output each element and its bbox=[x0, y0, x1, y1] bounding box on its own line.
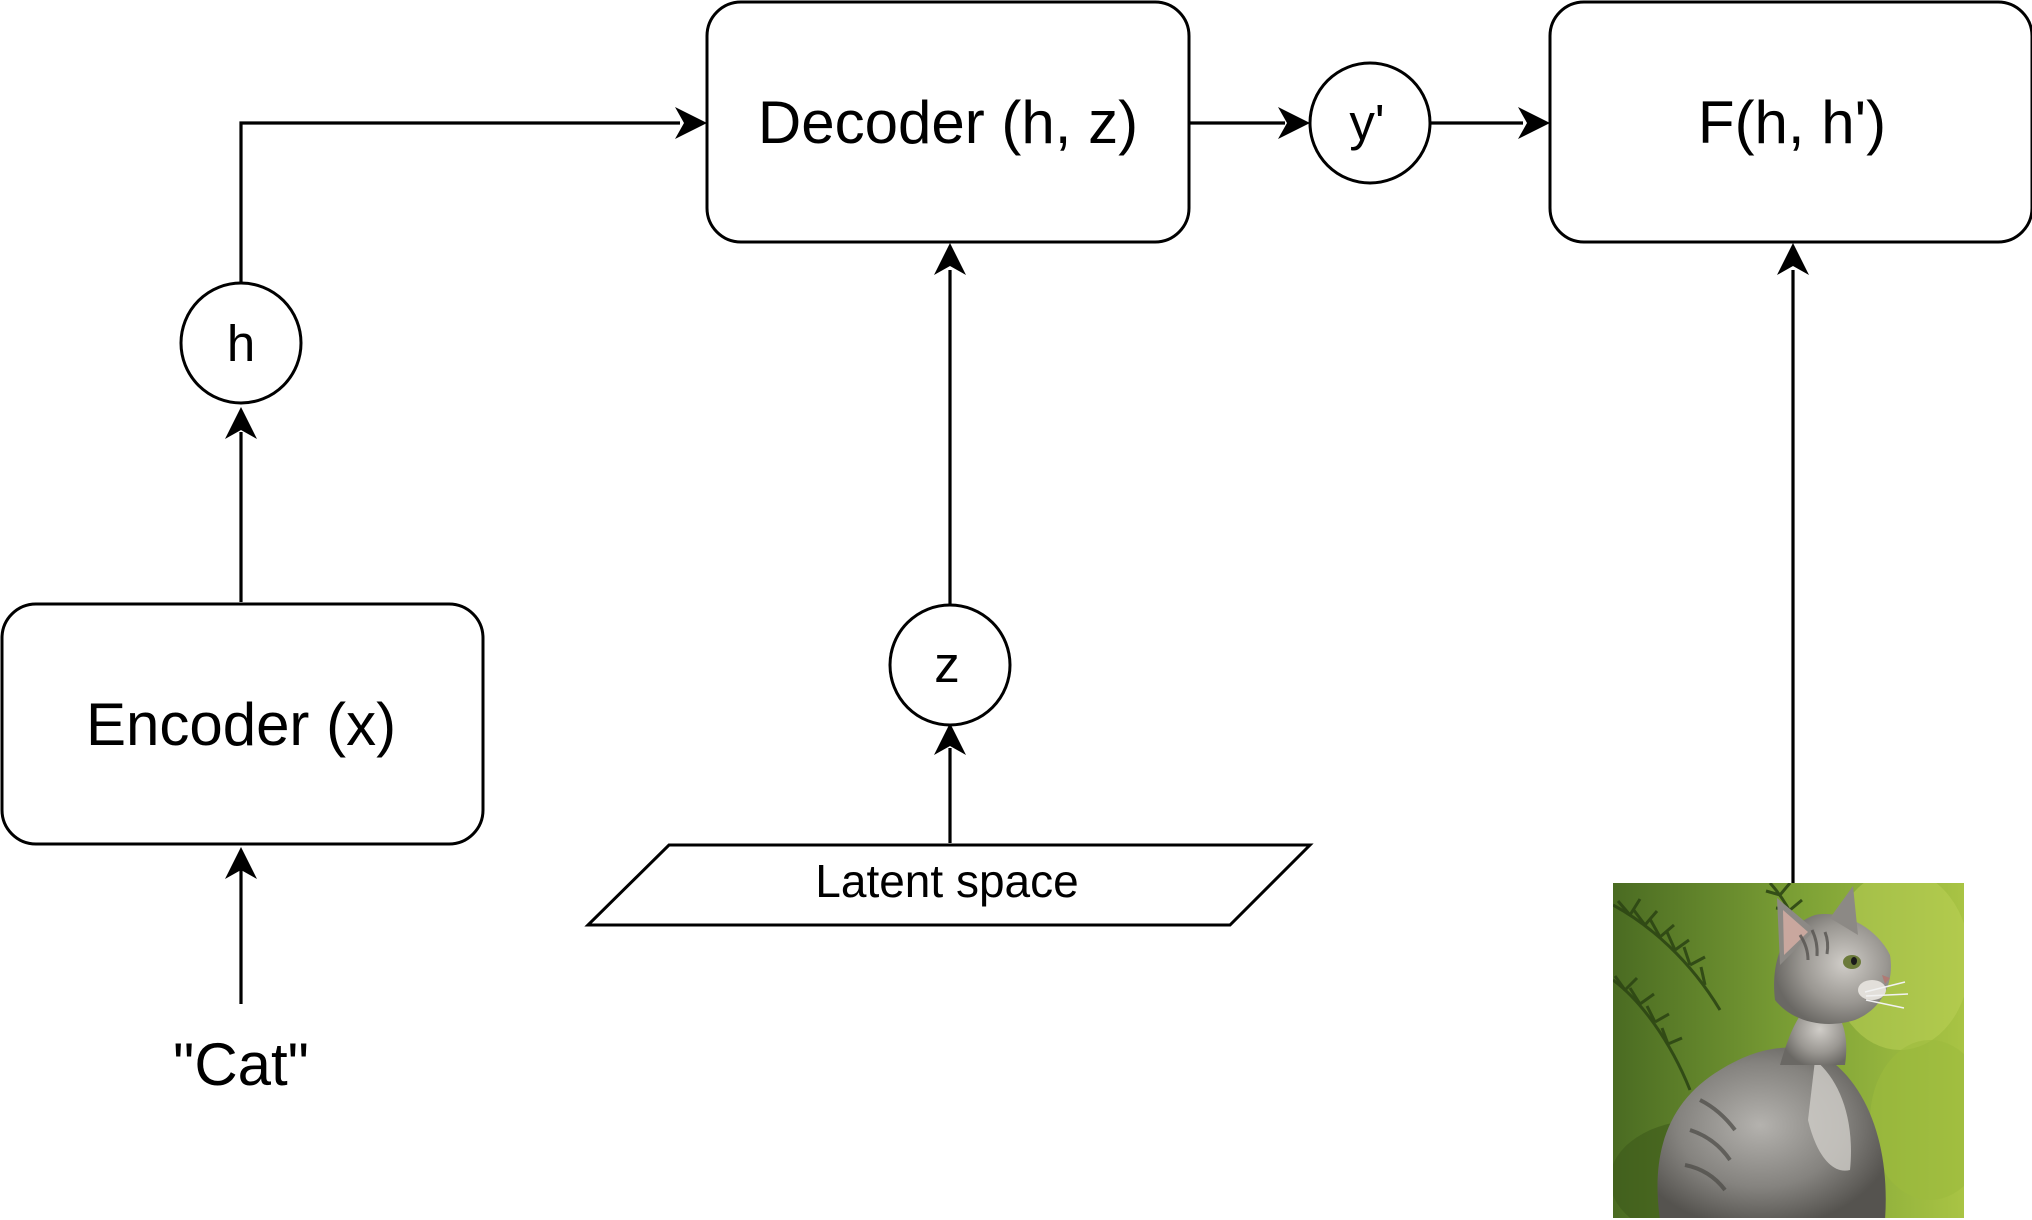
cat-photo bbox=[1613, 883, 1964, 1218]
kitten-icon bbox=[1657, 886, 1909, 1218]
latent-space-label: Latent space bbox=[815, 855, 1078, 907]
z-node: z bbox=[888, 603, 1012, 727]
arrowhead-right-icon bbox=[675, 107, 707, 139]
arrowhead-up-icon bbox=[934, 723, 966, 755]
edge-input-to-encoder bbox=[225, 847, 257, 1004]
edge-z-to-decoder bbox=[934, 243, 966, 605]
edge-encoder-to-h bbox=[225, 407, 257, 602]
y-prime-label: y' bbox=[1349, 94, 1384, 151]
h-node: h bbox=[179, 281, 303, 405]
arrowhead-up-icon bbox=[934, 243, 966, 275]
z-label: z bbox=[934, 636, 960, 693]
y-prime-node: y' bbox=[1308, 61, 1432, 185]
h-label: h bbox=[227, 315, 255, 372]
arrowhead-up-icon bbox=[225, 407, 257, 439]
arrowhead-right-icon bbox=[1518, 107, 1550, 139]
edge-yprime-to-scorer bbox=[1430, 107, 1550, 139]
scorer-box: F(h, h') bbox=[1548, 0, 2032, 244]
encoder-box: Encoder (x) bbox=[0, 602, 485, 846]
scorer-label: F(h, h') bbox=[1698, 89, 1886, 156]
latent-space-parallelogram: Latent space bbox=[584, 843, 1314, 927]
arrowhead-up-icon bbox=[1777, 243, 1809, 275]
edge-decoder-to-yprime bbox=[1190, 107, 1310, 139]
edge-photo-to-scorer bbox=[1777, 243, 1809, 883]
encoder-label: Encoder (x) bbox=[86, 691, 396, 758]
decoder-box: Decoder (h, z) bbox=[705, 0, 1191, 244]
decoder-label: Decoder (h, z) bbox=[758, 89, 1138, 156]
edge-latent-to-z bbox=[934, 723, 966, 843]
arrowhead-right-icon bbox=[1278, 107, 1310, 139]
arrowhead-up-icon bbox=[225, 847, 257, 879]
input-text: "Cat" bbox=[173, 1031, 309, 1098]
edge-h-to-decoder bbox=[239, 107, 707, 282]
input-text-label: "Cat" bbox=[173, 1031, 309, 1098]
